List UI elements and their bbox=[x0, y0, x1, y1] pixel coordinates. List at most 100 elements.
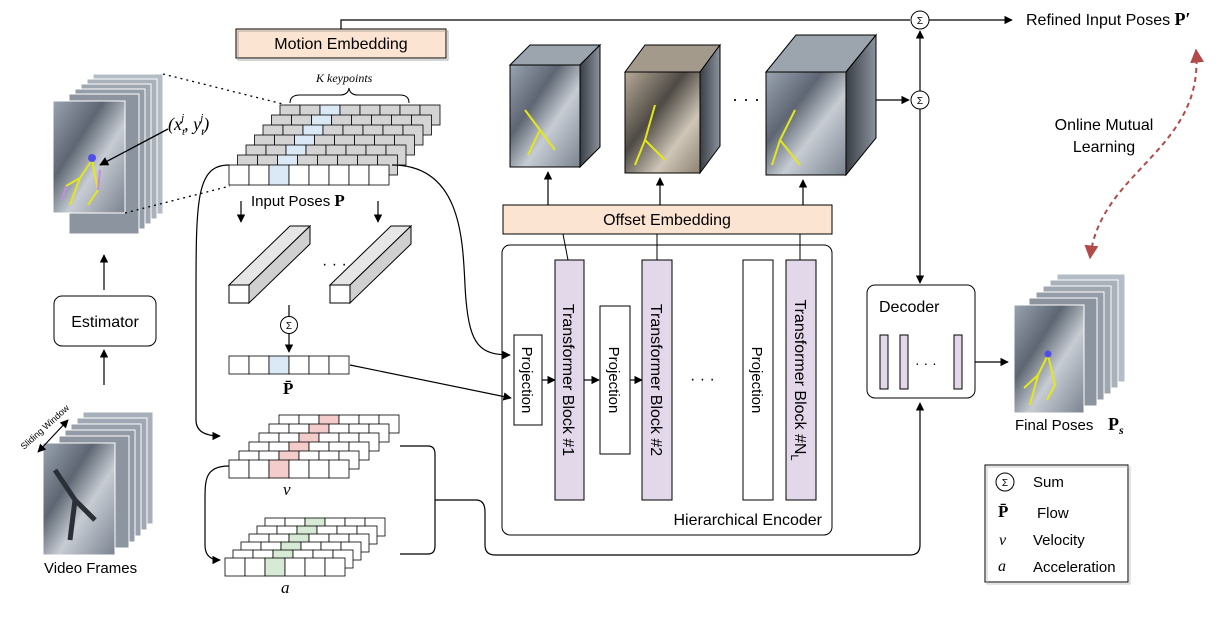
online-mutual-label-1: Online Mutual bbox=[1055, 117, 1154, 134]
sum-node-top: Σ bbox=[910, 10, 930, 30]
velocity-cell bbox=[288, 459, 310, 479]
encoder-ellipsis: · · · bbox=[690, 371, 715, 388]
decoder-label: Decoder bbox=[879, 299, 940, 316]
keypoint-pointer-arrow bbox=[99, 128, 169, 166]
svg-text:Transformer Block #NL: Transformer Block #NL bbox=[788, 299, 808, 460]
acceleration-cell bbox=[304, 557, 326, 577]
input-pose-cell bbox=[308, 164, 330, 186]
svg-text:Σ: Σ bbox=[286, 321, 292, 332]
legend-acceleration-symbol: a bbox=[998, 558, 1006, 575]
acceleration-cell bbox=[224, 557, 246, 577]
svg-text:· · ·: · · · bbox=[915, 355, 937, 371]
flow-row bbox=[228, 355, 350, 375]
svg-text:Σ: Σ bbox=[917, 16, 923, 27]
input-pose-cell bbox=[368, 164, 390, 186]
projection-block-2: Projection bbox=[599, 305, 631, 455]
zoom-line-top bbox=[162, 73, 284, 105]
velocity-cell bbox=[228, 459, 250, 479]
flow-cell bbox=[228, 355, 250, 375]
offset-embedding-rect bbox=[502, 204, 833, 235]
transformer-block-2: Transformer Block #2 bbox=[641, 259, 673, 501]
pose-frames-stack bbox=[52, 73, 164, 235]
input-pose-cell bbox=[248, 164, 270, 186]
cube-1 bbox=[508, 43, 602, 169]
input-pose-cell bbox=[328, 164, 350, 186]
acceleration-cell bbox=[244, 557, 266, 577]
feature-bar-1 bbox=[227, 224, 312, 305]
refined-poses-label: Refined Input Poses P′ bbox=[1026, 9, 1191, 29]
legend-velocity-symbol: v bbox=[999, 532, 1007, 549]
flow-cell bbox=[308, 355, 330, 375]
legend-sum-symbol: Σ bbox=[1002, 478, 1008, 489]
k-keypoints-brace bbox=[289, 87, 410, 104]
final-poses-label: Final Poses bbox=[1015, 417, 1093, 434]
input-pose-cell bbox=[228, 164, 250, 186]
transformer-block-1: Transformer Block #1 bbox=[554, 259, 585, 501]
feature-bar-n bbox=[328, 224, 413, 305]
estimator-label: Estimator bbox=[71, 314, 139, 331]
final-poses-stack bbox=[1013, 273, 1126, 414]
velocity-symbol: v bbox=[283, 480, 291, 499]
cube-2 bbox=[624, 43, 721, 175]
arrow-poses-to-velocity bbox=[195, 164, 230, 441]
arrow-motion-to-sum bbox=[340, 19, 910, 29]
va-bracket bbox=[400, 445, 436, 555]
svg-text:Transformer Block #1: Transformer Block #1 bbox=[559, 304, 576, 456]
legend-sum-text: Sum bbox=[1033, 474, 1064, 491]
velocity-cell bbox=[328, 459, 350, 479]
final-poses-symbol: Ps bbox=[1108, 414, 1124, 437]
video-frames-label: Video Frames bbox=[44, 560, 137, 577]
feature-ellipsis: · · · bbox=[322, 256, 347, 273]
svg-text:Transformer Block #2: Transformer Block #2 bbox=[647, 304, 664, 456]
flow-cell bbox=[248, 355, 270, 375]
svg-text:Σ: Σ bbox=[917, 96, 923, 107]
hierarchical-encoder-label: Hierarchical Encoder bbox=[673, 512, 822, 529]
legend-velocity-text: Velocity bbox=[1033, 532, 1085, 549]
legend: Σ Sum P̄ Flow v Velocity a Acceleration bbox=[984, 464, 1131, 585]
transformer-block-n: Transformer Block #NL bbox=[785, 259, 817, 501]
flow-symbol: P̄ bbox=[283, 379, 293, 398]
acceleration-grid bbox=[224, 517, 386, 577]
sum-node-second: Σ bbox=[910, 90, 930, 110]
svg-text:Projection: Projection bbox=[605, 347, 622, 414]
arrow-va-to-decoder bbox=[435, 402, 925, 556]
flow-cell bbox=[268, 355, 290, 375]
legend-flow-text: Flow bbox=[1037, 505, 1069, 522]
arrow-velocity-to-acceleration bbox=[204, 465, 230, 565]
input-pose-cell bbox=[288, 164, 310, 186]
legend-sum-icon bbox=[995, 472, 1015, 492]
k-keypoints-label: K keypoints bbox=[315, 71, 373, 85]
decoder-box: Decoder · · · bbox=[866, 284, 976, 399]
acceleration-symbol: a bbox=[281, 578, 290, 597]
arrow-flow-to-projection bbox=[349, 364, 512, 401]
input-pose-cell bbox=[348, 164, 370, 186]
input-pose-cell bbox=[268, 164, 290, 186]
acceleration-cell bbox=[324, 557, 346, 577]
svg-text:Projection: Projection bbox=[518, 347, 535, 414]
projection-block-1: Projection bbox=[513, 334, 543, 426]
motion-embedding-box: Motion Embedding bbox=[235, 28, 449, 61]
flow-cell bbox=[328, 355, 350, 375]
svg-text:Projection: Projection bbox=[748, 347, 765, 414]
cube-n bbox=[764, 33, 878, 177]
online-mutual-label-2: Learning bbox=[1073, 139, 1135, 156]
legend-flow-symbol: P̄ bbox=[998, 502, 1008, 521]
video-frames-stack bbox=[42, 411, 154, 556]
estimator-box: Estimator bbox=[53, 295, 157, 347]
hierarchical-encoder-box: Hierarchical Encoder bbox=[501, 244, 833, 536]
input-poses-label: Input Poses P bbox=[251, 191, 345, 210]
velocity-cell bbox=[308, 459, 330, 479]
zoom-line-bottom bbox=[124, 185, 231, 214]
projection-block-n: Projection bbox=[742, 259, 774, 501]
velocity-cell bbox=[248, 459, 270, 479]
input-poses-grid bbox=[228, 104, 441, 186]
legend-acceleration-text: Acceleration bbox=[1033, 559, 1116, 576]
flow-cell bbox=[288, 355, 310, 375]
sum-node-flow: Σ bbox=[280, 316, 298, 334]
cube-ellipsis: · · · bbox=[732, 89, 760, 109]
velocity-cell bbox=[268, 459, 290, 479]
motion-embedding-label: Motion Embedding bbox=[274, 36, 407, 53]
offset-embedding-box: Offset Embedding bbox=[502, 204, 833, 235]
velocity-grid bbox=[228, 414, 400, 479]
